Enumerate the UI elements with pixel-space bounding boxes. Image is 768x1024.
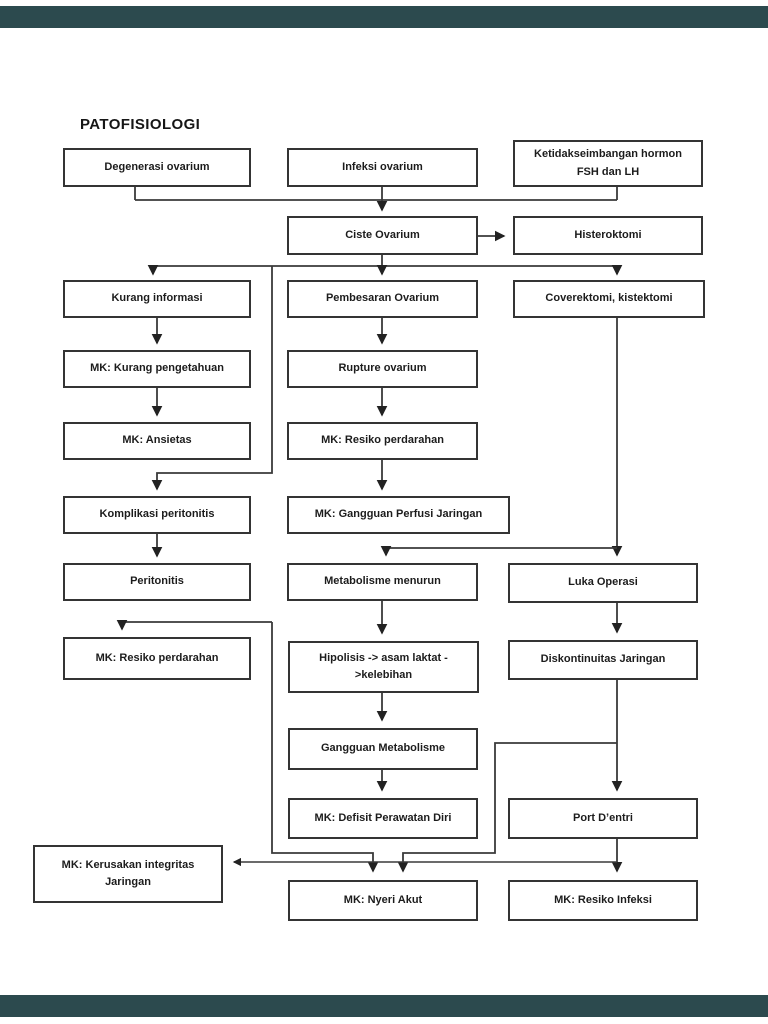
node-label: Infeksi ovarium (342, 160, 423, 173)
node-mk-ansietas: MK: Ansietas (63, 422, 251, 460)
node-pembesaran-ovarium: Pembesaran Ovarium (287, 280, 478, 318)
node-infeksi-ovarium: Infeksi ovarium (287, 148, 478, 187)
node-histeroktomi: Histeroktomi (513, 216, 703, 255)
node-label: MK: Resiko perdarahan (321, 434, 444, 447)
node-label: Kurang informasi (111, 292, 203, 305)
node-label: Port D’entri (573, 811, 633, 824)
node-ketidakseimbangan-hormon: Ketidakseimbangan hormon FSH dan LH (513, 140, 703, 187)
node-label: MK: Ansietas (122, 434, 192, 447)
node-label: Metabolisme menurun (324, 575, 441, 588)
node-mk-kurang-pengetahuan: MK: Kurang pengetahuan (63, 350, 251, 388)
node-mk-defisit-perawatan-diri: MK: Defisit Perawatan Diri (288, 798, 478, 839)
node-label: Luka Operasi (568, 576, 638, 589)
node-mk-nyeri-akut: MK: Nyeri Akut (288, 880, 478, 921)
node-label: MK: Gangguan Perfusi Jaringan (314, 508, 483, 521)
node-luka-operasi: Luka Operasi (508, 563, 698, 603)
page-title: PATOFISIOLOGI (80, 116, 201, 133)
node-port-dentri: Port D’entri (508, 798, 698, 839)
node-label: Diskontinuitas Jaringan (540, 653, 666, 666)
node-kurang-informasi: Kurang informasi (63, 280, 251, 318)
node-ciste-ovarium: Ciste Ovarium (287, 216, 478, 255)
node-mk-resiko-perdarahan-left: MK: Resiko perdarahan (63, 637, 251, 680)
node-metabolisme-menurun: Metabolisme menurun (287, 563, 478, 601)
node-label: MK: Kurang pengetahuan (90, 362, 224, 375)
node-degenerasi-ovarium: Degenerasi ovarium (63, 148, 251, 187)
node-label: Komplikasi peritonitis (99, 508, 215, 521)
node-peritonitis: Peritonitis (63, 563, 251, 601)
node-label: MK: Resiko Infeksi (554, 893, 652, 906)
node-coverektomi-kistektomi: Coverektomi, kistektomi (513, 280, 705, 318)
node-label: MK: Nyeri Akut (343, 893, 423, 906)
node-mk-kerusakan-integritas-jaringan: MK: Kerusakan integritas Jaringan (33, 845, 223, 903)
node-label: Histeroktomi (574, 228, 642, 241)
node-gangguan-metabolisme: Gangguan Metabolisme (288, 728, 478, 770)
node-label: Hipolisis -> asam laktat ->kelebihan (319, 651, 448, 681)
node-label: MK: Resiko perdarahan (95, 651, 219, 664)
node-label: Pembesaran Ovarium (325, 292, 440, 305)
node-diskontinuitas-jaringan: Diskontinuitas Jaringan (508, 640, 698, 680)
node-label: Degenerasi ovarium (104, 160, 210, 173)
node-label: Ciste Ovarium (345, 228, 420, 241)
node-mk-gangguan-perfusi-jaringan: MK: Gangguan Perfusi Jaringan (287, 496, 510, 534)
node-hipolisis-asam-laktat: Hipolisis -> asam laktat ->kelebihan (288, 641, 479, 693)
node-label: MK: Kerusakan integritas Jaringan (61, 858, 195, 888)
node-label: Ketidakseimbangan hormon FSH dan LH (534, 148, 682, 178)
node-mk-resiko-perdarahan-mid: MK: Resiko perdarahan (287, 422, 478, 460)
node-label: Peritonitis (130, 575, 184, 588)
node-rupture-ovarium: Rupture ovarium (287, 350, 478, 388)
node-label: Gangguan Metabolisme (320, 742, 446, 755)
viewer-chrome-bottom-bar (0, 995, 768, 1017)
node-komplikasi-peritonitis: Komplikasi peritonitis (63, 496, 251, 534)
node-label: Coverektomi, kistektomi (545, 292, 673, 305)
viewer-chrome-top-bar (0, 6, 768, 28)
node-mk-resiko-infeksi: MK: Resiko Infeksi (508, 880, 698, 921)
node-label: MK: Defisit Perawatan Diri (314, 811, 452, 824)
node-label: Rupture ovarium (338, 362, 427, 375)
